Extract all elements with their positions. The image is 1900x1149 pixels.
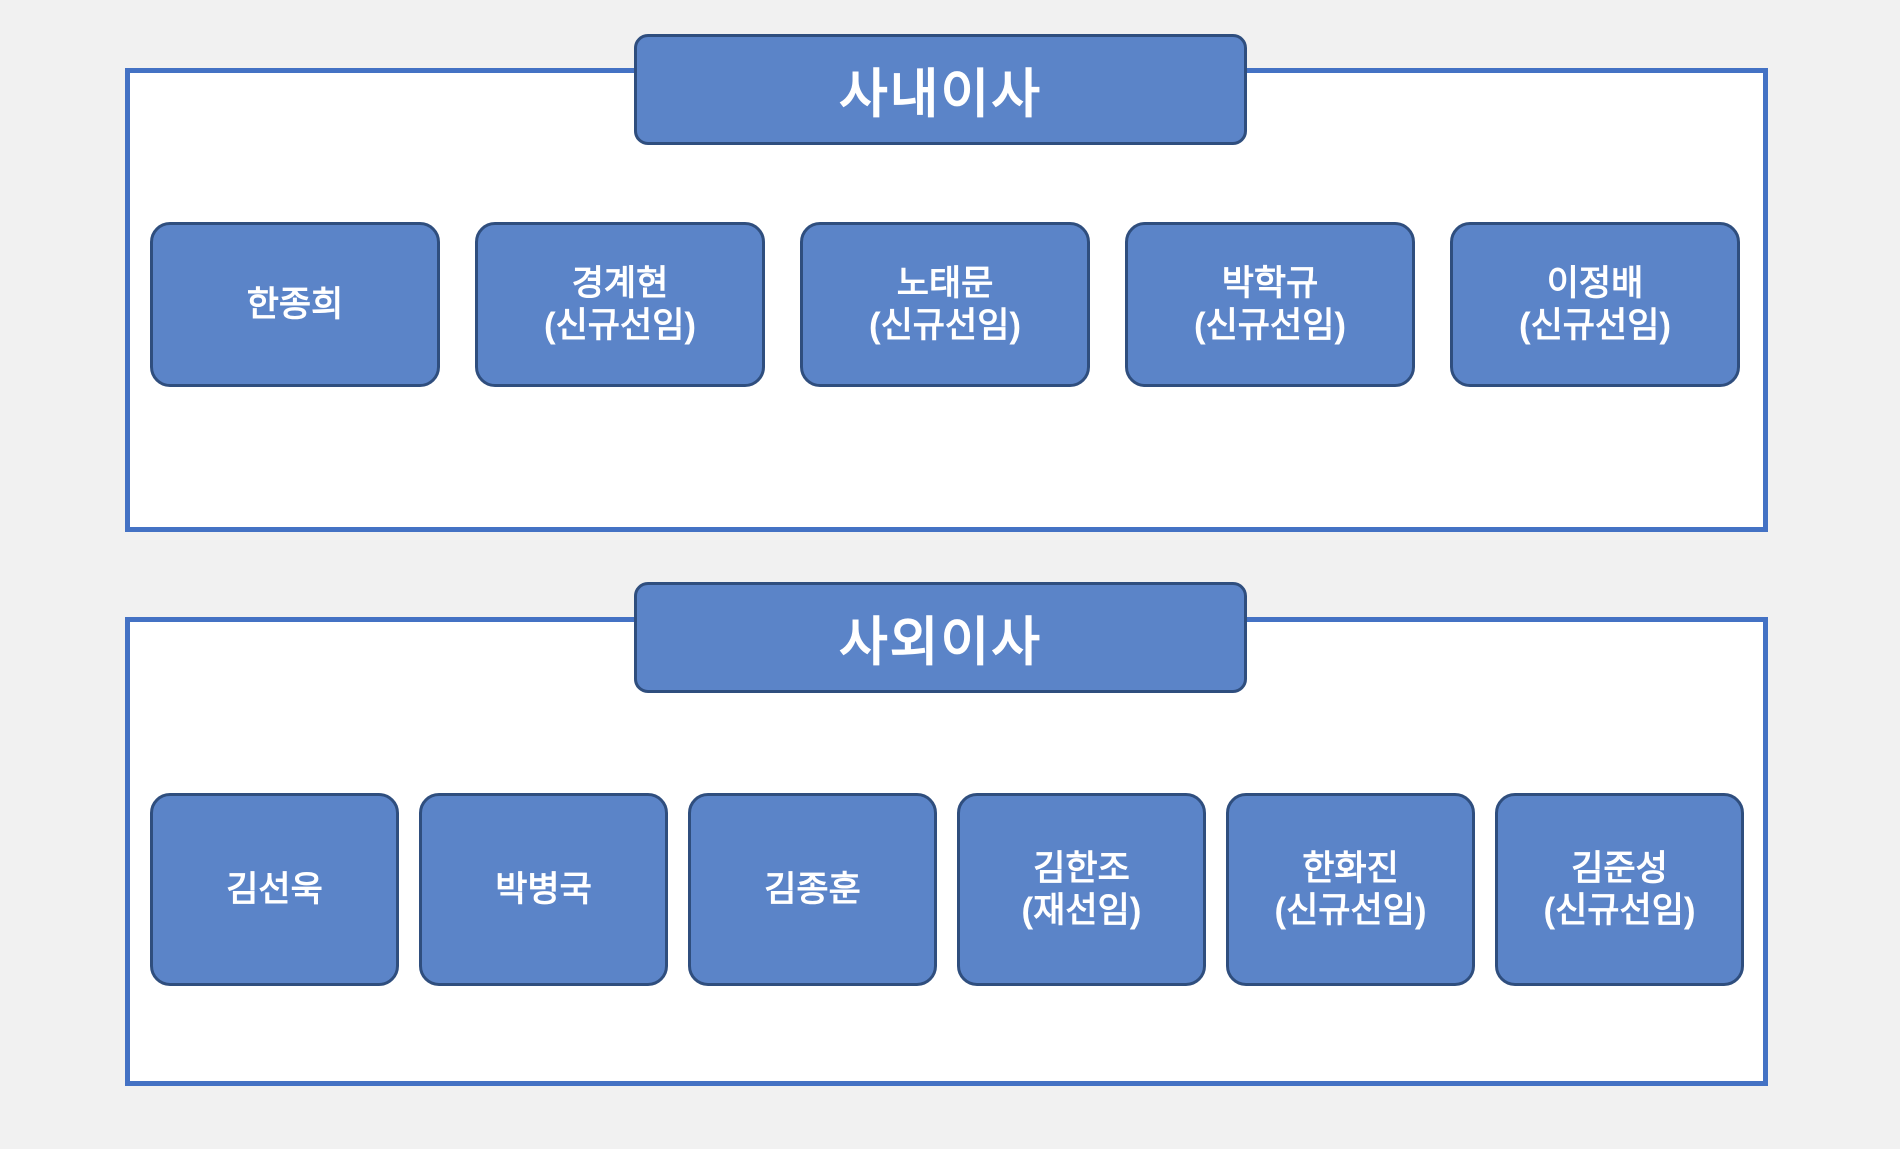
member-note: (신규선임) (1518, 305, 1672, 345)
member-name: 경계현 (571, 264, 669, 304)
member-name: 김한조 (1033, 849, 1130, 889)
member-card[interactable]: 한화진 (신규선임) (1226, 793, 1475, 986)
member-card[interactable]: 박학규 (신규선임) (1125, 222, 1415, 387)
member-name: 김선욱 (226, 869, 323, 909)
section-title-inside-directors: 사내이사 (634, 34, 1247, 145)
member-note: (재선임) (1021, 890, 1142, 930)
member-note: (신규선임) (543, 305, 697, 345)
member-note: (신규선임) (868, 305, 1022, 345)
member-name: 김준성 (1571, 849, 1668, 889)
member-card[interactable]: 한종희 (150, 222, 440, 387)
member-note: (신규선임) (1274, 890, 1427, 930)
member-card[interactable]: 박병국 (419, 793, 668, 986)
member-card[interactable]: 이정배 (신규선임) (1450, 222, 1740, 387)
member-card[interactable]: 김종훈 (688, 793, 937, 986)
member-list-outside-directors: 김선욱 박병국 김종훈 김한조 (재선임) 한화진 (신규선임) 김준성 (신규… (150, 793, 1750, 986)
member-name: 박학규 (1221, 264, 1319, 304)
member-name: 한화진 (1302, 849, 1399, 889)
member-card[interactable]: 김준성 (신규선임) (1495, 793, 1744, 986)
member-note: (신규선임) (1193, 305, 1347, 345)
member-card[interactable]: 김한조 (재선임) (957, 793, 1206, 986)
member-card[interactable]: 노태문 (신규선임) (800, 222, 1090, 387)
member-note: (신규선임) (1543, 890, 1696, 930)
member-name: 박병국 (495, 869, 592, 909)
member-name: 김종훈 (764, 869, 861, 909)
member-card[interactable]: 경계현 (신규선임) (475, 222, 765, 387)
member-list-inside-directors: 한종희 경계현 (신규선임) 노태문 (신규선임) 박학규 (신규선임) 이정배… (150, 222, 1750, 387)
section-title-outside-directors: 사외이사 (634, 582, 1247, 693)
member-name: 한종희 (246, 284, 344, 324)
member-card[interactable]: 김선욱 (150, 793, 399, 986)
member-name: 노태문 (896, 264, 994, 304)
member-name: 이정배 (1546, 264, 1644, 304)
